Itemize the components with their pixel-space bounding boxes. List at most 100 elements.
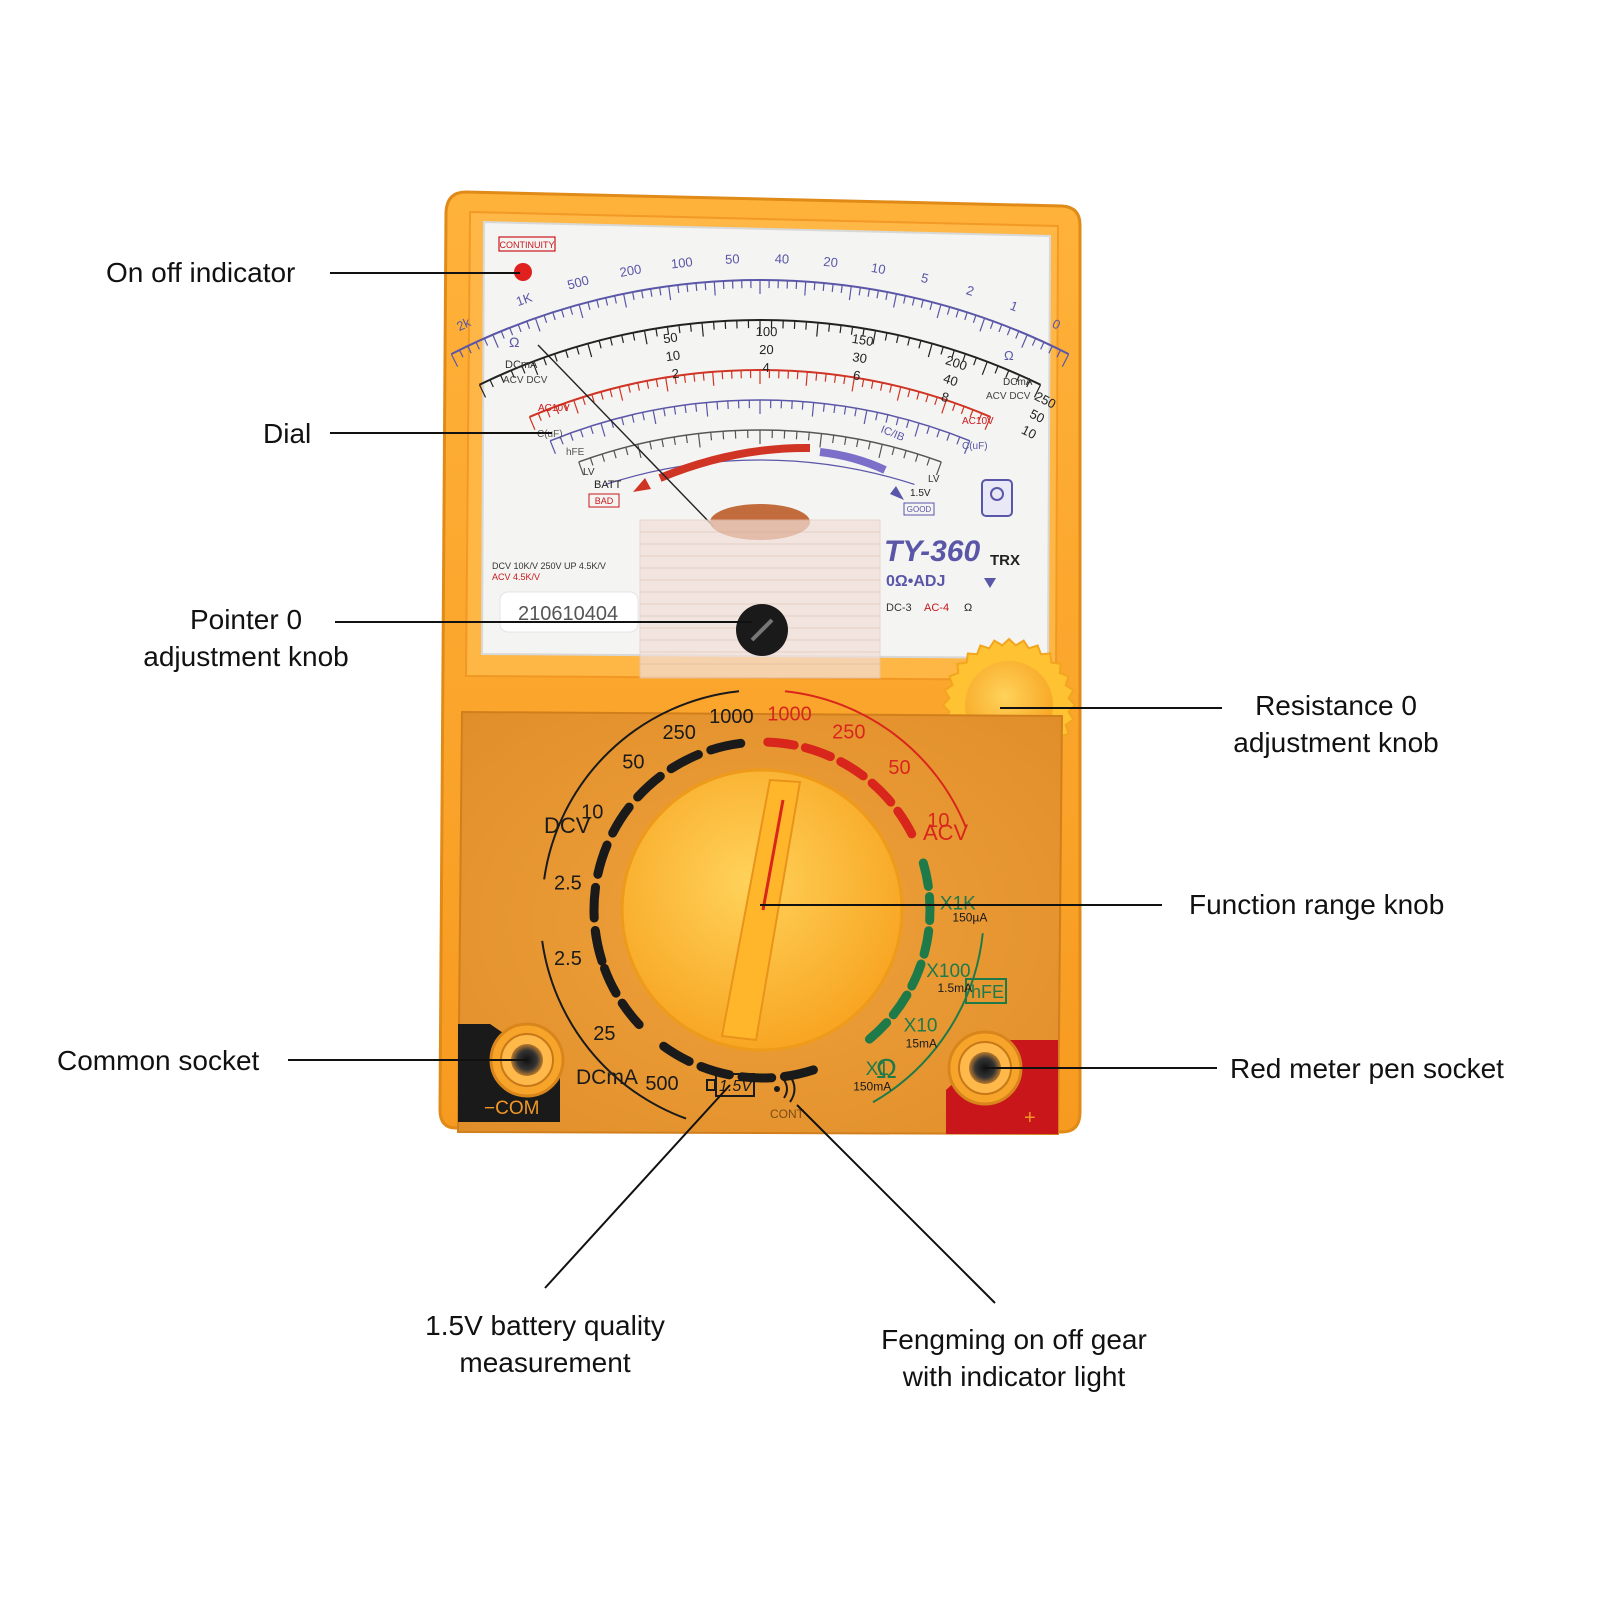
- dcv-section-label: DCV: [544, 813, 591, 838]
- range-dash: [918, 858, 933, 891]
- callout-red-pen-socket-text: Red meter pen socket: [1230, 1053, 1504, 1084]
- scale-tick: [840, 284, 843, 294]
- scale-tick: [590, 426, 594, 435]
- leader-fengming: [796, 1104, 996, 1304]
- scale-tick: [878, 444, 883, 459]
- range-dash: [599, 963, 621, 998]
- scale-tick: [712, 371, 715, 386]
- ohm-scale-label: 1K: [514, 290, 534, 310]
- scale-tick: [946, 432, 951, 441]
- range-dash: [593, 840, 612, 879]
- scale-tick: [693, 373, 696, 382]
- scale-tick: [914, 453, 919, 462]
- scale-tick: [499, 374, 505, 383]
- function-range-knob[interactable]: [620, 768, 904, 1052]
- scale-tick: [813, 282, 816, 291]
- ohm-right-symbol: Ω: [1004, 348, 1014, 363]
- range-dash: [608, 802, 634, 838]
- acv-range-label: 1000: [767, 704, 812, 726]
- scale-tick: [951, 403, 956, 411]
- cont-label: CONT: [770, 1107, 805, 1121]
- scale-tick: [643, 330, 648, 345]
- scale-tick: [981, 361, 988, 376]
- scale-tick: [609, 337, 613, 346]
- range-dash: [706, 738, 746, 755]
- scale-tick: [674, 376, 677, 385]
- scale-tick: [483, 338, 489, 346]
- scale-tick: [712, 321, 715, 330]
- range-dash: [779, 1065, 818, 1081]
- scale-tick: [450, 353, 459, 367]
- scale-tick: [475, 341, 480, 350]
- scale-tick: [554, 353, 558, 362]
- scale-tick: [640, 290, 644, 299]
- pointer-needle: [537, 344, 715, 528]
- scale-tick: [872, 330, 877, 345]
- scale-tick: [889, 384, 893, 393]
- scale-tick: [528, 416, 536, 431]
- scale-tick: [935, 461, 942, 476]
- dcma-left-label: DCmA: [505, 359, 538, 371]
- scale-tick: [934, 397, 938, 406]
- dc-scale-label: 150: [851, 331, 875, 349]
- dc-scale-label: 200: [944, 352, 969, 373]
- scale-tick: [582, 397, 586, 406]
- scale-tick: [895, 417, 899, 426]
- knob-pointer-mark: [761, 799, 785, 911]
- scale-tick: [843, 406, 847, 415]
- cuf-left-label: C(uF): [537, 429, 563, 440]
- scale-tick: [559, 436, 564, 445]
- ohm-range-multiplier: X100: [926, 961, 970, 982]
- scale-tick: [543, 357, 547, 366]
- scale-tick: [927, 343, 933, 358]
- scale-tick: [684, 404, 687, 414]
- leader-battery: [544, 1084, 731, 1289]
- scale-tick: [552, 312, 556, 321]
- scale-tick: [591, 394, 595, 403]
- scale-tick: [839, 325, 842, 334]
- scale-tick: [637, 382, 640, 391]
- scale-tick: [655, 328, 658, 337]
- range-dash: [617, 998, 644, 1030]
- scale-tick: [807, 432, 810, 441]
- dial-range-labels: 100025050102.5100025050102.525500X1K150µ…: [554, 704, 987, 1095]
- range-dash: [919, 926, 934, 959]
- scale-tick: [613, 450, 617, 459]
- scale-tick: [618, 386, 624, 401]
- scale-tick: [796, 371, 799, 380]
- scale-tick: [637, 444, 642, 459]
- scale-tick: [642, 412, 645, 421]
- scale-tick: [843, 376, 846, 385]
- scale-tick: [661, 439, 664, 448]
- dc-scale-label: 10: [1019, 422, 1039, 442]
- ohm-range-current: 1.5mA: [938, 981, 973, 995]
- ohm-scale-label: 2: [964, 282, 975, 298]
- ohm-section-symbol: Ω: [876, 1053, 897, 1084]
- ac10v-left-label: AC10V: [538, 403, 570, 414]
- scale-tick: [478, 384, 487, 398]
- dial-range-marks: [541, 690, 984, 1120]
- callout-function-range-knob: Function range knob: [1189, 886, 1444, 923]
- scale-tick: [686, 283, 689, 292]
- scale-tick: [1031, 338, 1037, 346]
- scale-tick: [678, 325, 681, 334]
- scale-tick: [893, 293, 897, 308]
- scale-tick: [683, 374, 687, 383]
- plus-label: +: [1024, 1107, 1036, 1129]
- scale-tick: [903, 295, 906, 304]
- scale-tick: [517, 324, 522, 333]
- scale-tick: [609, 389, 613, 398]
- callout-dial-text: Dial: [263, 418, 312, 449]
- scale-tick: [565, 350, 569, 359]
- scale-tick: [907, 389, 911, 398]
- spec-line-2: ACV 4.5K/V: [492, 572, 540, 582]
- scale-tick: [848, 286, 852, 301]
- scale-tick: [962, 353, 966, 362]
- scale-tick: [631, 414, 635, 423]
- callout-resistance-zero-line2: adjustment knob: [1233, 727, 1439, 758]
- scale-tick: [722, 431, 725, 440]
- dc-scale-label: 20: [759, 342, 774, 357]
- scale-tick: [1021, 334, 1028, 348]
- callout-leader-lines: [288, 272, 1222, 1304]
